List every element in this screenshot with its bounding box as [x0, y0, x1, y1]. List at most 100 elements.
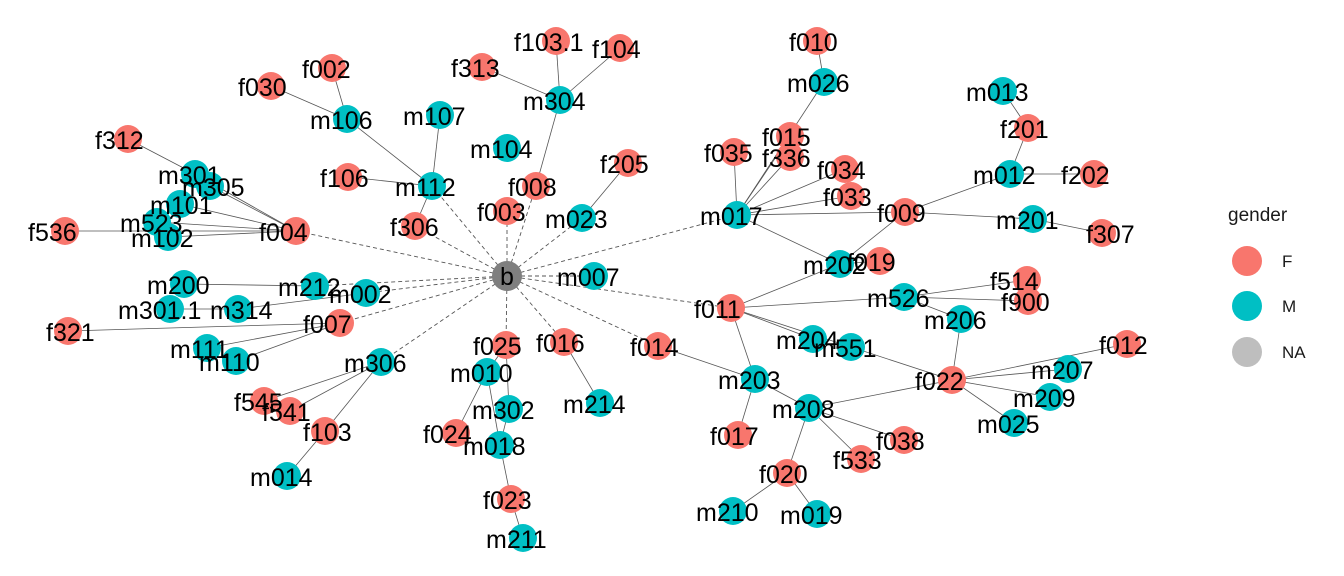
node-label-m203: m203: [718, 367, 781, 395]
node-label-b: b: [500, 263, 514, 291]
dashed-edge-b-f306: [414, 225, 508, 277]
node-m211: [509, 524, 537, 552]
node-label-m002: m002: [329, 281, 392, 309]
node-f011: [717, 294, 745, 322]
node-label-f012: f012: [1099, 332, 1148, 360]
node-label-m211: m211: [486, 526, 547, 554]
node-label-m523: m523: [120, 210, 183, 238]
node-m306: [367, 348, 395, 376]
node-m007: [580, 262, 608, 290]
node-m102: [154, 223, 182, 251]
edge-m306-f545: [263, 361, 382, 402]
node-m002: [352, 279, 380, 307]
node-label-m023: m023: [545, 206, 608, 234]
node-label-f336: f336: [762, 145, 811, 173]
node-m112: [418, 172, 446, 200]
node-label-m202: m202: [803, 252, 866, 280]
legend-swatch-f: [1232, 246, 1262, 276]
node-label-f900: f900: [1001, 289, 1050, 317]
edge-m200-m212: [183, 283, 316, 287]
node-label-m112: m112: [395, 174, 456, 202]
node-label-f201: f201: [1000, 116, 1049, 144]
node-label-f002: f002: [302, 56, 351, 84]
edge-m523-f004: [156, 221, 297, 232]
node-m012: [996, 160, 1024, 188]
edge-m306-f103: [324, 361, 382, 432]
dashed-edge-b-m112: [431, 185, 508, 277]
nodes-layer: [51, 27, 1141, 552]
node-m013: [989, 77, 1017, 105]
node-f313: [468, 53, 496, 81]
node-label-m210: m210: [696, 499, 759, 527]
edge-f022-f012: [951, 343, 1128, 381]
node-label-f103-1: f103.1: [514, 29, 584, 57]
node-label-m104: m104: [470, 136, 533, 164]
node-f336: [776, 143, 804, 171]
node-label-m304: m304: [523, 88, 586, 116]
edge-m012-f009: [904, 173, 1011, 213]
node-f024: [442, 419, 470, 447]
node-f312: [114, 125, 142, 153]
node-f007: [326, 309, 354, 337]
node-f104: [606, 34, 634, 62]
node-m110: [222, 347, 250, 375]
node-m212: [301, 272, 329, 300]
node-label-m106: m106: [310, 107, 373, 135]
node-m208: [795, 394, 823, 422]
legend: gender F M NA: [1228, 205, 1306, 367]
node-label-m306: m306: [344, 350, 407, 378]
node-label-f205: f205: [600, 151, 649, 179]
edge-m208-f038: [808, 407, 905, 441]
node-f103: [311, 417, 339, 445]
node-f030: [257, 72, 285, 100]
node-m314: [224, 295, 252, 323]
node-label-m314: m314: [210, 297, 273, 325]
node-label-m206: m206: [924, 307, 987, 335]
dashed-edge-b-m023: [506, 217, 583, 277]
node-label-m010: m010: [450, 360, 513, 388]
node-label-f016: f016: [536, 330, 585, 358]
node-label-f022: f022: [915, 368, 964, 396]
node-label-m101: m101: [150, 192, 213, 220]
edge-m102-f004: [167, 230, 297, 238]
node-f106: [334, 163, 362, 191]
dashed-edge-b-f007: [339, 275, 508, 324]
node-b: [492, 261, 522, 291]
node-m302: [495, 395, 523, 423]
node-f010: [803, 27, 831, 55]
legend-item-m: M: [1232, 291, 1296, 321]
edge-f011-m202: [730, 263, 841, 309]
node-f900: [1014, 287, 1042, 315]
node-label-f533: f533: [833, 447, 882, 475]
node-f002: [318, 54, 346, 82]
dashed-edge-b-m306: [380, 275, 508, 363]
edge-f313-m304: [481, 66, 561, 101]
legend-label-na: NA: [1282, 343, 1306, 362]
legend-label-m: M: [1282, 297, 1296, 316]
edge-f022-m207: [951, 368, 1069, 381]
node-m018: [486, 431, 514, 459]
node-label-f202: f202: [1061, 162, 1110, 190]
node-label-f035: f035: [704, 140, 753, 168]
node-f004: [282, 217, 310, 245]
node-m209: [1036, 383, 1064, 411]
dashed-edge-b-m017: [506, 214, 738, 277]
node-label-f541: f541: [262, 399, 311, 427]
node-label-f020: f020: [759, 461, 808, 489]
node-f009: [891, 198, 919, 226]
node-m104: [493, 134, 521, 162]
node-f202: [1080, 160, 1108, 188]
node-label-m111: m111: [170, 336, 229, 364]
edge-f011-m526: [730, 296, 905, 309]
edge-f022-m209: [951, 379, 1051, 398]
edge-f022-m208: [808, 379, 953, 409]
dashed-edge-b-m002: [365, 275, 508, 294]
node-label-m017: m017: [700, 203, 763, 231]
node-label-f025: f025: [473, 333, 522, 361]
node-f020: [773, 459, 801, 487]
node-label-f307: f307: [1086, 221, 1135, 249]
node-f003: [493, 197, 521, 225]
edge-m551-f022: [850, 346, 953, 381]
node-f008: [522, 172, 550, 200]
